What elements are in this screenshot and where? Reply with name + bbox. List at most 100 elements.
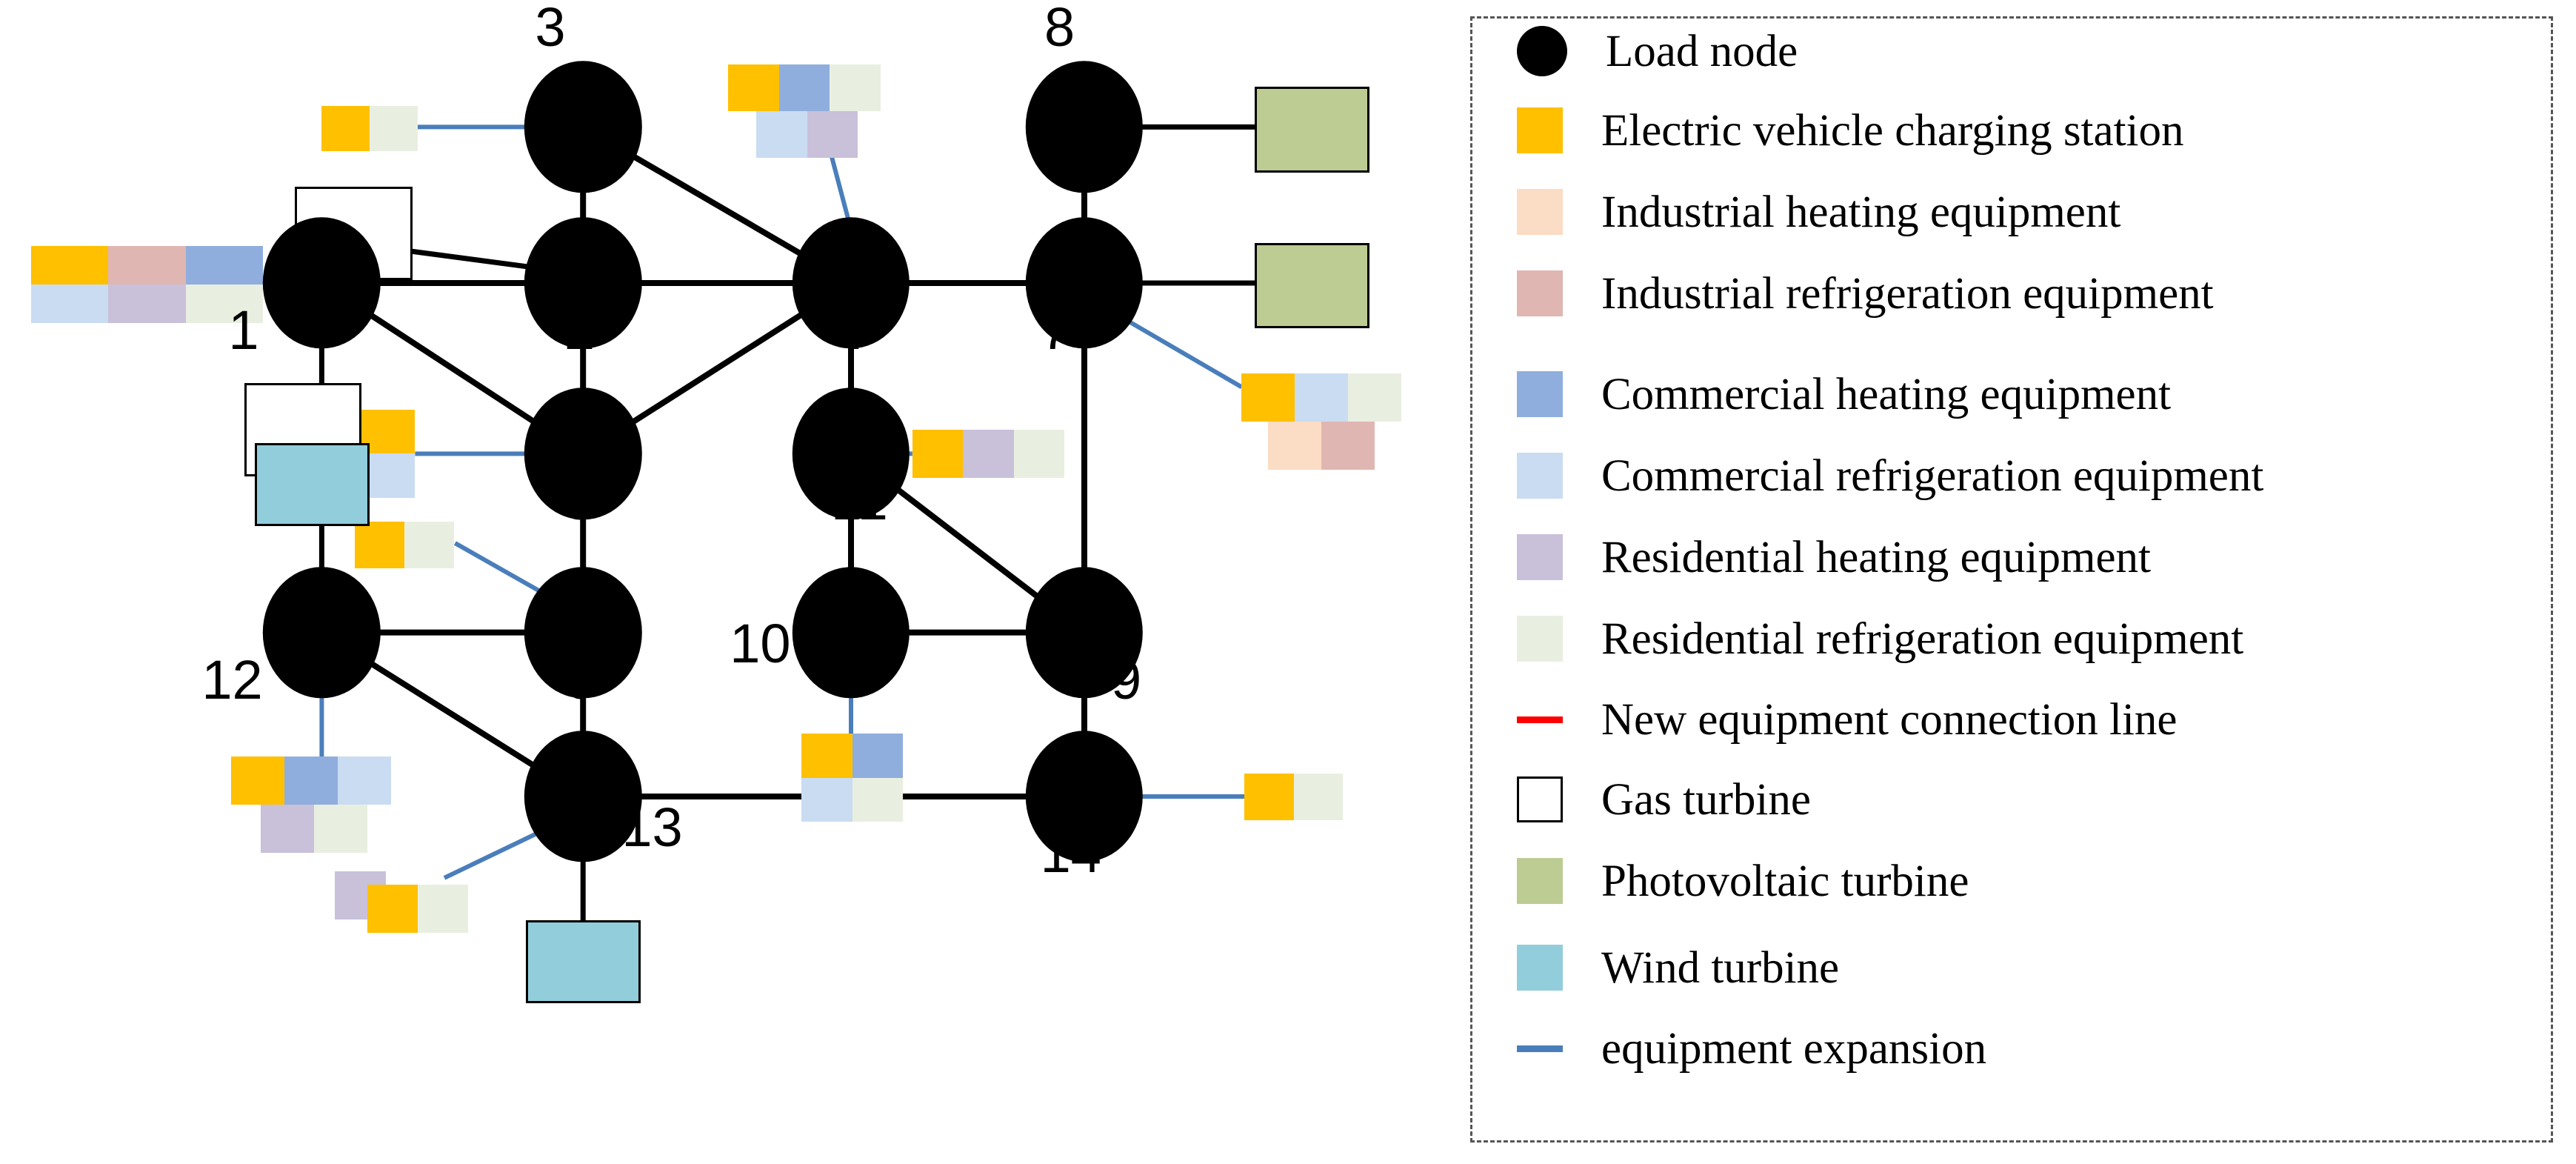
legend-item-residential-heating-equipment: Residential heating equipment — [1517, 534, 2151, 580]
load-node-6[interactable] — [524, 566, 642, 699]
equipment-cell-commercial-refrigeration — [801, 777, 852, 822]
equipment-cell-residential-refrigeration — [830, 64, 881, 111]
load-node-10[interactable] — [792, 566, 910, 699]
legend-item-load-node: Load node — [1517, 26, 1798, 76]
node-label-13: 13 — [621, 796, 683, 859]
legend-item-photovoltaic-turbine: Photovoltaic turbine — [1517, 858, 1969, 904]
legend-label-load-node: Load node — [1606, 26, 1798, 76]
equipment-cell-commercial-refrigeration — [1295, 373, 1349, 422]
pv-turbine-2 — [1255, 243, 1370, 329]
node-label-10: 10 — [730, 613, 791, 674]
load-node-14[interactable] — [1025, 731, 1144, 862]
photovoltaic-turbine-icon — [1517, 858, 1563, 904]
legend-label-equipment-expansion: equipment expansion — [1601, 1024, 1987, 1074]
wind-turbine-2 — [525, 920, 641, 1003]
legend-item-residential-refrigeration-equipment: Residential refrigeration equipment — [1517, 616, 2243, 662]
equipment-cell-commercial-heating — [284, 756, 338, 805]
legend-item-new-equipment-connection-line: New equipment connection line — [1517, 697, 2178, 742]
equipment-cell-residential-heating — [807, 110, 858, 158]
load-node-11[interactable] — [792, 388, 910, 520]
node-label-5: 5 — [564, 470, 595, 532]
network-edges — [44, 124, 1255, 921]
equipment-cell-ev-charging — [801, 734, 852, 778]
equipment-cell-commercial-refrigeration — [338, 756, 391, 805]
legend-label-industrial-refrigeration-equipment: Industrial refrigeration equipment — [1601, 268, 2214, 319]
expansion-exp-node13 — [443, 828, 546, 880]
equipment-cell-residential-heating — [260, 804, 314, 853]
load-node-3[interactable] — [524, 61, 642, 193]
legend-label-wind-turbine: Wind turbine — [1601, 942, 1840, 993]
residential-heating-equipment-icon — [1517, 534, 1563, 580]
load-node-4[interactable] — [792, 217, 910, 349]
equipment-cell-ev-charging — [728, 64, 779, 111]
node-label-14: 14 — [1040, 822, 1101, 884]
gas-turbine-icon — [1517, 776, 1563, 822]
legend-item-industrial-refrigeration-equipment: Industrial refrigeration equipment — [1517, 270, 2214, 316]
load-node-9[interactable] — [1025, 566, 1144, 699]
equipment-cell-residential-refrigeration — [852, 777, 904, 822]
load-node-1[interactable] — [263, 217, 381, 349]
legend-label-industrial-heating-equipment: Industrial heating equipment — [1601, 187, 2121, 237]
equipment-cell-ev-charging — [231, 756, 284, 805]
legend-label-commercial-refrigeration-equipment: Commercial refrigeration equipment — [1601, 450, 2264, 501]
load-node-8[interactable] — [1025, 61, 1144, 193]
equipment-cell-residential-refrigeration — [418, 884, 469, 933]
legend-label-residential-refrigeration-equipment: Residential refrigeration equipment — [1601, 613, 2244, 664]
legend-item-commercial-heating-equipment: Commercial heating equipment — [1517, 371, 2171, 417]
equipment-cell-commercial-heating — [185, 245, 264, 285]
load-node-12[interactable] — [263, 566, 381, 699]
legend-label-residential-heating-equipment: Residential heating equipment — [1601, 532, 2151, 582]
node-label-3: 3 — [535, 0, 566, 59]
legend-item-industrial-heating-equipment: Industrial heating equipment — [1517, 189, 2120, 235]
industrial-refrigeration-equipment-icon — [1517, 270, 1563, 316]
equipment-cell-residential-heating — [963, 430, 1014, 478]
equipment-cell-residential-heating — [108, 284, 186, 323]
equipment-cell-residential-refrigeration — [185, 284, 264, 323]
equipment-cell-industrial-refrigeration — [108, 245, 186, 285]
equipment-cell-ev-charging — [321, 105, 370, 151]
equipment-cell-ev-charging — [912, 430, 964, 478]
load-node-5[interactable] — [524, 388, 642, 520]
load-node-2[interactable] — [524, 217, 642, 349]
equipment-cell-commercial-heating — [852, 734, 904, 778]
load-node-13[interactable] — [524, 731, 642, 862]
load-node-icon — [1517, 26, 1567, 76]
equipment-cell-residential-refrigeration — [313, 804, 367, 853]
pv-turbine-1 — [1255, 87, 1370, 173]
legend-label-ev-charging-station: Electric vehicle charging station — [1601, 105, 2184, 156]
legend-label-gas-turbine: Gas turbine — [1601, 774, 1811, 825]
equipment-cell-residential-refrigeration — [370, 105, 418, 151]
node-label-8: 8 — [1044, 0, 1075, 59]
equipment-cell-ev-charging — [361, 410, 416, 454]
legend-label-new-equipment-connection-line: New equipment connection line — [1601, 695, 2178, 745]
expansion-exp-node6 — [453, 541, 546, 596]
legend-item-wind-turbine: Wind turbine — [1517, 945, 1839, 991]
legend-label-photovoltaic-turbine: Photovoltaic turbine — [1601, 856, 1969, 906]
node-label-6: 6 — [564, 648, 595, 711]
equipment-cell-ev-charging — [367, 884, 418, 933]
legend-label-commercial-heating-equipment: Commercial heating equipment — [1601, 369, 2172, 419]
equipment-cell-residential-refrigeration — [1348, 373, 1402, 422]
residential-refrigeration-equipment-icon — [1517, 616, 1563, 662]
node-label-1: 1 — [228, 299, 259, 361]
equipment-cell-commercial-heating — [778, 64, 830, 111]
equipment-cell-residential-refrigeration — [1293, 774, 1344, 821]
equipment-expansion-icon — [1517, 1045, 1563, 1052]
legend-item-ev-charging-station: Electric vehicle charging station — [1517, 107, 2183, 153]
legend-item-commercial-refrigeration-equipment: Commercial refrigeration equipment — [1517, 453, 2263, 499]
commercial-refrigeration-equipment-icon — [1517, 453, 1563, 499]
equipment-cell-ev-charging — [1244, 774, 1294, 821]
equipment-cell-ev-charging — [31, 245, 109, 285]
load-node-7[interactable] — [1025, 217, 1144, 349]
equipment-cell-ev-charging — [1241, 373, 1295, 422]
equipment-cell-commercial-refrigeration — [361, 453, 416, 498]
node-label-7: 7 — [1040, 299, 1071, 361]
node-label-9: 9 — [1111, 648, 1142, 711]
wind-turbine-icon — [1517, 945, 1563, 991]
expansion-exp-node7 — [1126, 318, 1243, 389]
wind-turbine-1 — [255, 443, 370, 526]
legend-item-equipment-expansion: equipment expansion — [1517, 1026, 1986, 1071]
ev-charging-station-icon — [1517, 107, 1563, 153]
